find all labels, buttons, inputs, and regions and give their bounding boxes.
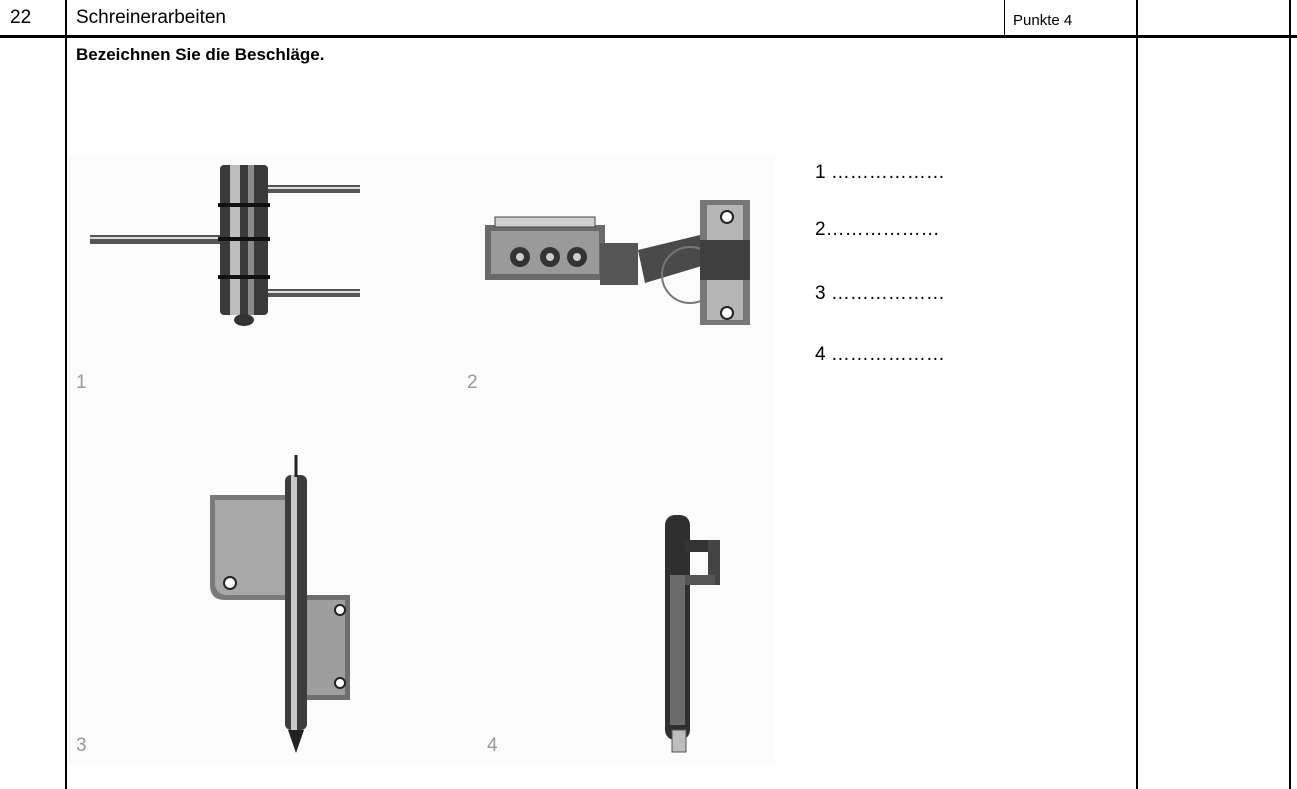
figure-number-2: 2 (467, 372, 478, 393)
cabinet-catch-icon (665, 515, 720, 753)
figure-number-1: 1 (76, 372, 87, 393)
lift-off-hinge-icon (210, 455, 350, 753)
figure-number-4: 4 (487, 735, 498, 756)
concealed-cup-hinge-icon (485, 200, 750, 325)
answer-line-2: 2……………… (815, 219, 940, 240)
answer-line-3: 3 ……………… (815, 283, 945, 304)
figure-4-photo (463, 405, 775, 763)
header-bottom-rule (0, 35, 1297, 38)
hinge-with-pins-icon (90, 165, 360, 326)
answer-line-1: 1 ……………… (815, 162, 945, 183)
answer-line-4: 4 ……………… (815, 344, 945, 365)
task-instruction: Bezeichnen Sie die Beschläge. (76, 45, 325, 64)
points-left-rule (1004, 0, 1005, 36)
section-title: Schreinerarbeiten (76, 7, 226, 28)
task-number: 22 (10, 7, 32, 28)
left-column-rule (65, 0, 67, 789)
points-label: Punkte 4 (1013, 12, 1073, 29)
right-edge-rule (1289, 0, 1291, 789)
figure-number-3: 3 (76, 735, 87, 756)
margin-column-rule (1136, 0, 1138, 789)
